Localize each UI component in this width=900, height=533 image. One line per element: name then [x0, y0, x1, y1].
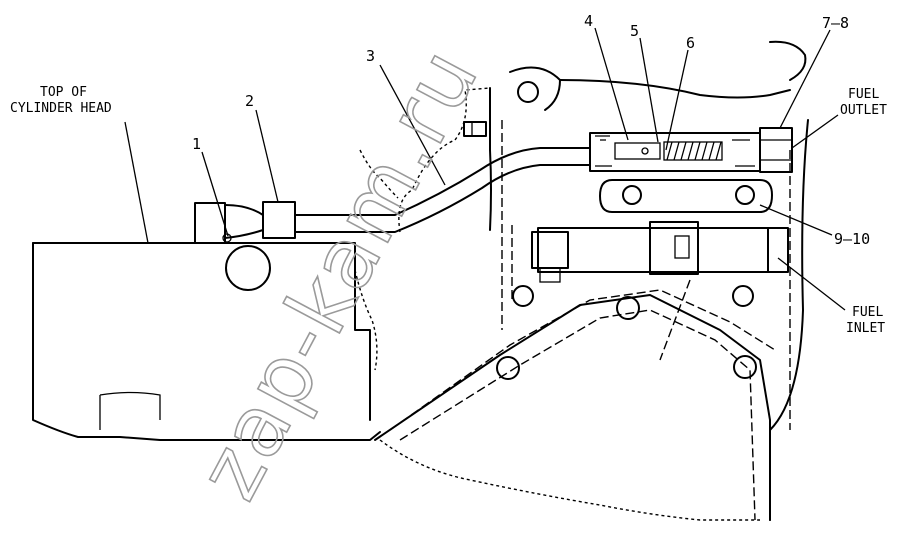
casting-outline [354, 87, 760, 521]
top-bolt [463, 121, 487, 137]
cover-bolt-top [616, 296, 640, 320]
cover-bolt-left [496, 356, 520, 380]
flange-bolt-left [622, 185, 642, 205]
outlet-fitting [759, 127, 793, 173]
clamp-1 [194, 202, 226, 244]
housing-bolt-hole-left [512, 285, 534, 307]
inlet-housing [511, 221, 789, 361]
fuel-outlet-label-1: FUEL [848, 87, 879, 102]
text-labels: TOP OF CYLINDER HEAD FUEL OUTLET FUEL IN… [10, 85, 887, 336]
callout-4: 4 [584, 12, 593, 30]
callout-2: 2 [245, 92, 254, 110]
pump-housing [489, 40, 809, 521]
flange-bolt-right [735, 185, 755, 205]
head-bore-circle [225, 245, 271, 291]
flange [599, 179, 773, 213]
callout-6: 6 [686, 34, 695, 52]
bolt-2 [262, 201, 296, 239]
clamp-bolt [194, 201, 296, 244]
housing-bolt-hole-top [517, 81, 539, 103]
cylinder-head [32, 242, 381, 441]
callout-5: 5 [630, 22, 639, 40]
fuel-inlet-label-1: FUEL [852, 305, 883, 320]
fuel-line [294, 147, 591, 233]
cover-plate [374, 289, 776, 521]
fuel-inlet-label-2: INLET [846, 321, 885, 336]
callout-3: 3 [366, 47, 375, 65]
callout-1: 1 [192, 135, 201, 153]
callout-7-8: 7–8 [822, 14, 849, 32]
cover-bolt-right [733, 355, 757, 379]
callout-9-10: 9–10 [834, 230, 870, 248]
callout-numbers: 1 2 3 4 5 6 7–8 9–10 [192, 12, 870, 248]
fuel-outlet-label-2: OUTLET [840, 103, 887, 118]
top-of-cylinder-head-label-2: CYLINDER HEAD [10, 101, 112, 116]
housing-bolt-hole-right [732, 285, 754, 307]
valve-assembly [589, 127, 793, 173]
valve-poppet [614, 142, 661, 160]
top-of-cylinder-head-label-1: TOP OF [40, 85, 87, 100]
leader-lines [124, 27, 846, 311]
